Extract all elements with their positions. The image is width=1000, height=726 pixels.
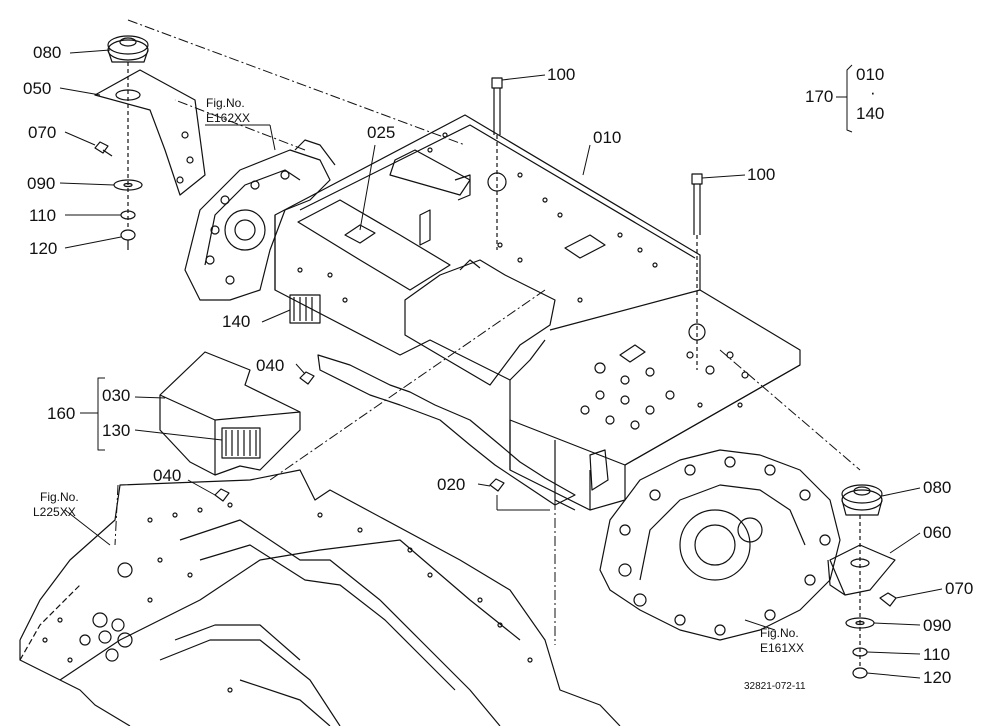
label-120-left: 120 [29,239,58,258]
lower-frame [19,469,621,726]
bolts-100 [491,77,703,370]
label-040-upper: 040 [256,356,285,375]
stay-020 [317,354,576,506]
label-020: 020 [437,475,466,494]
label-060: 060 [923,523,952,542]
left-clutch-housing [184,139,336,301]
label-010: 010 [593,128,622,147]
label-160: 160 [47,404,76,423]
label-080-left: 080 [33,43,62,62]
label-070-right: 070 [945,579,974,598]
fig-ref-e161-line2: E161XX [760,641,805,655]
fig-ref-e162-line2: E162XX [206,111,251,125]
label-025: 025 [367,123,396,142]
label-080-right: 080 [923,478,952,497]
assembly-170-bottom: 140 [856,104,885,123]
cover-assembly [159,294,321,502]
mount-parts-left [94,35,206,250]
label-120-right: 120 [923,668,952,687]
fig-ref-l225-line1: Fig.No. [40,490,79,504]
label-090-right: 090 [923,616,952,635]
label-040-lower: 040 [153,466,182,485]
fig-ref-e162-line1: Fig.No. [206,96,245,110]
right-clutch-housing [599,449,841,641]
label-100-top: 100 [547,65,576,84]
label-030: 030 [102,386,131,405]
fig-ref-l225-line2: L225XX [33,505,76,519]
label-070-left: 070 [28,123,57,142]
assembly-170-separator: · [870,83,876,102]
label-110-right: 110 [923,645,951,664]
leader-lines [59,19,943,679]
label-050: 050 [23,79,52,98]
label-130: 130 [102,421,131,440]
label-140: 140 [222,312,251,331]
mount-parts-right [827,484,897,679]
assembly-170-top: 010 [856,65,885,84]
drawing-code: 32821-072-11 [744,681,806,692]
label-110-left: 110 [29,206,57,225]
label-100-right: 100 [747,165,776,184]
label-090-left: 090 [27,174,56,193]
fig-ref-e161-line1: Fig.No. [760,626,799,640]
label-170: 170 [805,87,834,106]
